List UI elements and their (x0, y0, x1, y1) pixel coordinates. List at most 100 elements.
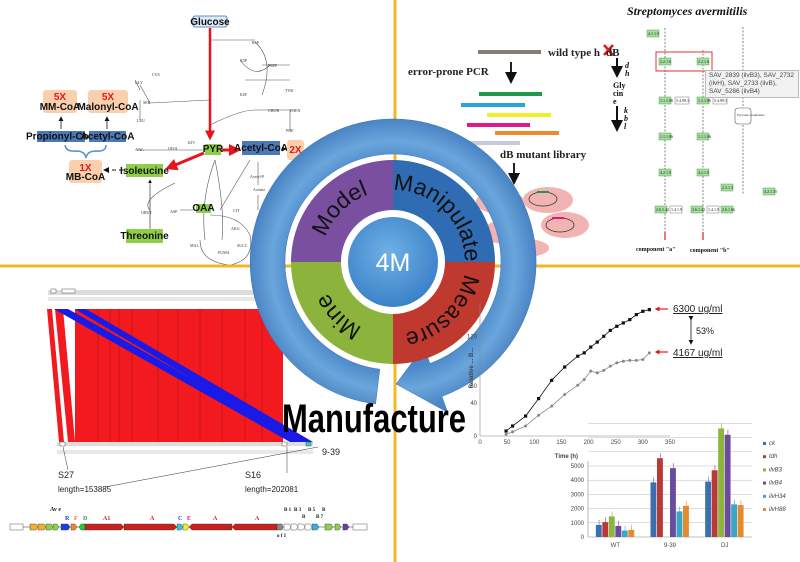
bar (608, 516, 615, 537)
svg-text:o f 1: o f 1 (277, 534, 287, 539)
x-tick-label: 300 (638, 440, 649, 446)
mb-coa-label: MB-CoA (66, 172, 105, 183)
bar (683, 505, 689, 537)
bottom-track (57, 442, 313, 446)
contig-s27-name: S27 (58, 470, 74, 480)
mutant-fragment (467, 123, 530, 127)
threonine-label: Threonine (120, 231, 169, 242)
bar (731, 504, 738, 537)
bar (621, 530, 628, 537)
legend-swatch (763, 442, 766, 445)
threonine-node (126, 229, 163, 243)
svg-text:1.1.1.86: 1.1.1.86 (698, 134, 711, 139)
svg-text:4.2.1.9: 4.2.1.9 (660, 170, 671, 175)
svg-text:l: l (624, 122, 627, 131)
bottom-ruler (57, 450, 313, 454)
gene-cluster: Av e R F D A1 A C E A A o f 1 B 1 B 3 B … (9, 507, 368, 539)
svg-text:A: A (213, 516, 218, 522)
increase-label: 53% (696, 326, 714, 336)
kegg-title: Streptomyces avermitilis (627, 4, 748, 18)
malonyl-coa-fold: 5X (102, 92, 115, 103)
y-tick-label: 4000 (571, 478, 585, 484)
data-point (608, 328, 612, 333)
data-point (576, 354, 580, 358)
svg-text:R: R (65, 516, 70, 522)
gene-arrows (9, 523, 368, 531)
data-point (510, 424, 515, 428)
wild-type-gene-bar (478, 50, 541, 54)
svg-text:1.1.1.86: 1.1.1.86 (660, 134, 673, 139)
x-tick-label: 50 (504, 440, 511, 446)
data-point (550, 404, 554, 408)
svg-text:ASP: ASP (170, 209, 178, 214)
svg-text:4.1.1.9: 4.1.1.9 (648, 31, 659, 36)
series-line (505, 352, 650, 435)
pyr-to-isoleucine-arrow (165, 151, 205, 171)
acetyl-coa-node (242, 141, 280, 155)
gene-labels: Av e R F D A1 A C E A A o f 1 B 1 B 3 B … (50, 507, 326, 539)
component-a-label: component "a" (636, 247, 676, 253)
svg-text:1.4.1.9: 1.4.1.9 (708, 207, 719, 212)
y-tick-label: 60 (470, 384, 477, 390)
svg-text:e: e (613, 97, 617, 106)
svg-text:2.6.1.66: 2.6.1.66 (722, 207, 735, 212)
gene-tooltip: SAV_2839 (ilvB3), SAV_2732 (ilvH), SAV_2… (705, 70, 799, 98)
svg-text:FUMA: FUMA (218, 250, 230, 255)
y-tick-label: 1000 (571, 521, 585, 527)
data-point (582, 351, 586, 355)
malonyl-coa-label: Malonyl-CoA (77, 102, 138, 113)
y-tick-label: 40 (470, 401, 477, 407)
svg-text:GLY: GLY (135, 80, 143, 85)
data-point (628, 318, 632, 322)
svg-text:X5P: X5P (240, 58, 248, 63)
svg-text:C: C (178, 516, 182, 522)
glucose-node (192, 15, 228, 28)
contig-s27-length: length=153885 (58, 485, 112, 494)
bar (657, 458, 663, 537)
mutant-fragment (487, 113, 551, 117)
legend-label: ck (769, 441, 776, 447)
svg-text:B 3: B 3 (294, 508, 302, 513)
pyruvate-label: Pyruvate metabolism (737, 113, 766, 117)
svg-text:Gly: Gly (613, 81, 625, 90)
inversion-band (75, 309, 313, 442)
oaa-node (196, 204, 211, 213)
isoleucine-label: Isoleucine (120, 166, 169, 177)
category-label: DJ (721, 543, 728, 549)
mutant-fragment (467, 141, 520, 145)
data-point (647, 308, 651, 312)
data-point (511, 430, 515, 434)
bar (676, 511, 683, 537)
propionyl-coa-node (37, 131, 85, 142)
malonyl-coa-node (88, 90, 128, 113)
svg-text:MAL: MAL (190, 243, 199, 248)
high-titer-label: 6300 ug/ml (673, 304, 722, 315)
svg-text:Acetate: Acetate (253, 187, 265, 192)
y-axis-label: Relative ... B... (469, 347, 475, 388)
data-point (634, 358, 638, 362)
svg-text:cin: cin (613, 89, 624, 98)
svg-text:Av e: Av e (50, 507, 61, 513)
fold-2x-label: 2X (289, 145, 302, 156)
manufacture-label: Manufacture (282, 397, 466, 441)
svg-text:1.4.1.9: 1.4.1.9 (671, 207, 682, 212)
x-tick-label: 350 (665, 440, 676, 446)
merge-brace (64, 144, 107, 159)
pyruvate-box (734, 107, 752, 125)
svg-text:PRPP: PRPP (268, 63, 278, 68)
mutant-fragment (461, 103, 525, 107)
svg-text:E4P: E4P (240, 92, 247, 97)
contig-s16-length: length=202081 (245, 485, 299, 494)
bar (711, 470, 718, 537)
x-tick-label: 0 (478, 440, 482, 446)
data-point (641, 358, 645, 362)
mb-coa-fold: 1X (79, 163, 92, 174)
4m-cycle: 4M Model Manipulate Measure Mine Manufac… (249, 118, 537, 441)
bar (650, 482, 657, 537)
legend-label: ilvB3 (769, 467, 783, 473)
x-tick-label: 200 (584, 440, 595, 446)
svg-text:OIVA: OIVA (168, 146, 178, 151)
